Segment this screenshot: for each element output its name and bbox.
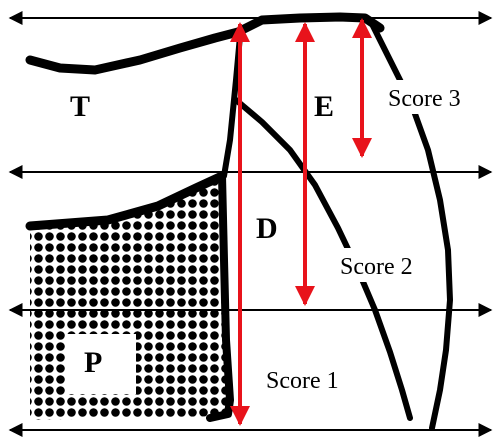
- score2-bg: [336, 248, 444, 282]
- p-region-top-border: [25, 171, 227, 231]
- d-left-boundary: [221, 33, 243, 179]
- label-d: D: [256, 212, 278, 245]
- label-e: E: [314, 90, 334, 123]
- t-top-curve: [25, 12, 385, 75]
- score3-bg: [384, 80, 492, 114]
- score-2-label: Score 2: [340, 254, 413, 280]
- p-label-box: [66, 334, 136, 394]
- label-p: P: [84, 346, 102, 379]
- score-3-label: Score 3: [388, 86, 461, 112]
- p-region-right-border: [206, 172, 234, 422]
- label-t: T: [70, 90, 90, 123]
- score-1-label: Score 1: [266, 368, 339, 394]
